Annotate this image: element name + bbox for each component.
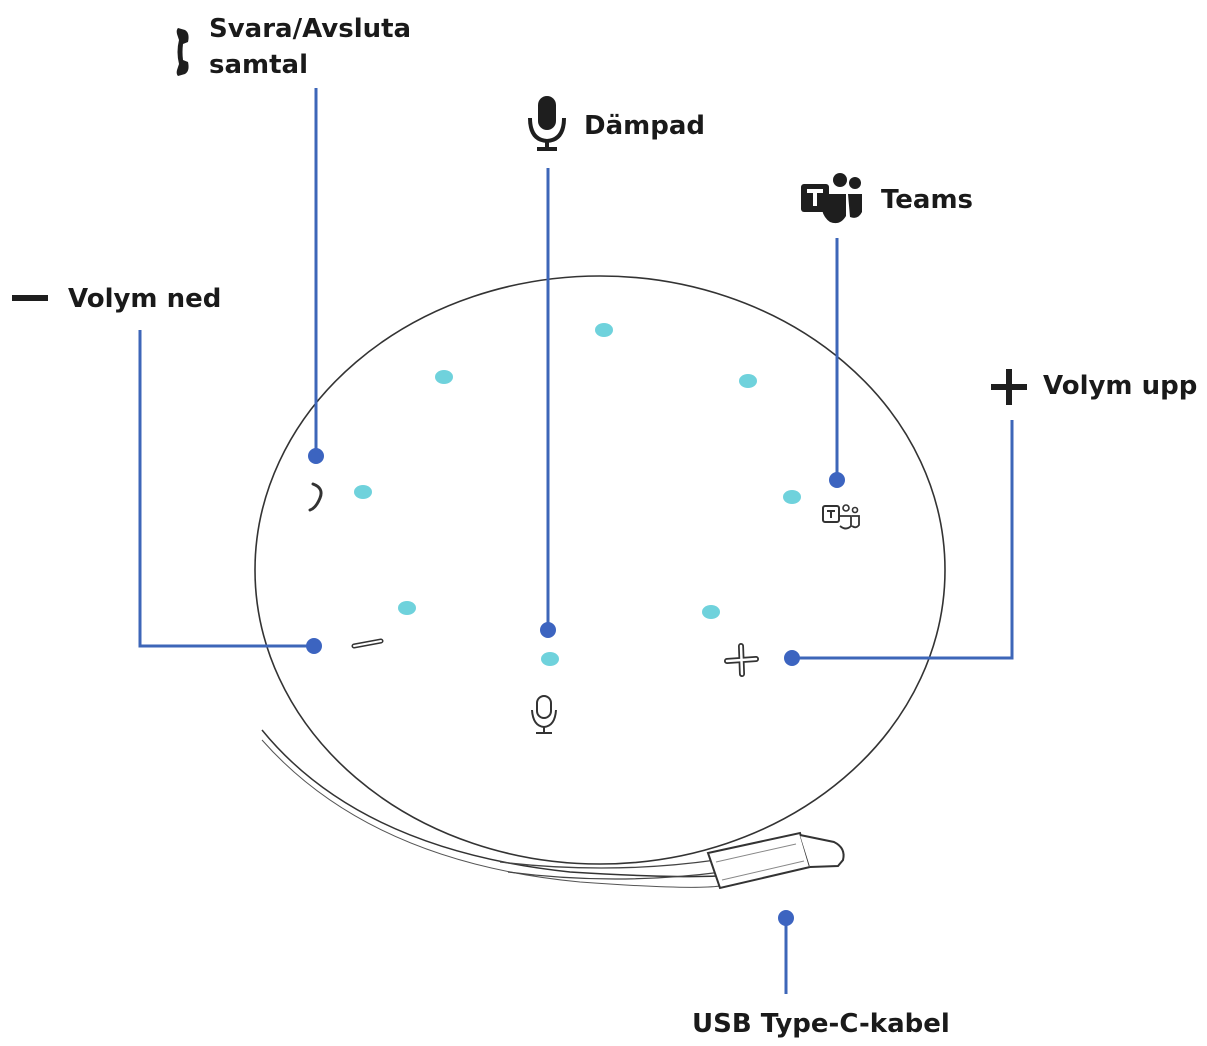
label-mute: Dämpad <box>584 111 705 141</box>
plus-icon <box>991 369 1027 405</box>
label-teams: Teams <box>881 185 973 215</box>
label-volume-up: Volym upp <box>1043 371 1197 401</box>
label-answer-end-call-line2: samtal <box>209 50 308 80</box>
usb-c-connector <box>706 831 845 890</box>
minus-icon <box>12 295 48 301</box>
device-phone-icon <box>308 482 323 512</box>
device-plus-icon <box>724 643 759 677</box>
led <box>702 605 720 619</box>
label-answer-end-call-line1: Svara/Avsluta <box>209 14 411 44</box>
phone-handset-icon <box>176 28 189 76</box>
pin-answer-end-call <box>308 448 324 464</box>
pin-volume-down <box>306 638 322 654</box>
led-ring <box>354 323 801 666</box>
device-microphone-icon <box>531 695 557 734</box>
microsoft-teams-icon <box>801 173 862 224</box>
leader-lines <box>138 88 1014 994</box>
pin-usb-cable <box>778 910 794 926</box>
led <box>435 370 453 384</box>
label-usb-cable: USB Type-C-kabel <box>692 1009 950 1039</box>
led <box>595 323 613 337</box>
pin-volume-up <box>784 650 800 666</box>
device-teams-icon <box>822 504 860 530</box>
led <box>739 374 757 388</box>
pin-mute <box>540 622 556 638</box>
led <box>783 490 801 504</box>
led <box>354 485 372 499</box>
led <box>541 652 559 666</box>
microphone-icon <box>528 96 566 151</box>
leader-volume-down <box>138 330 314 648</box>
pin-dots <box>306 448 845 926</box>
leader-volume-up <box>792 420 1014 660</box>
pin-teams <box>829 472 845 488</box>
led <box>398 601 416 615</box>
speakerphone-body <box>254 275 946 888</box>
usb-c-cable <box>499 831 845 890</box>
label-volume-down: Volym ned <box>68 284 221 314</box>
device-minus-icon <box>351 638 384 649</box>
